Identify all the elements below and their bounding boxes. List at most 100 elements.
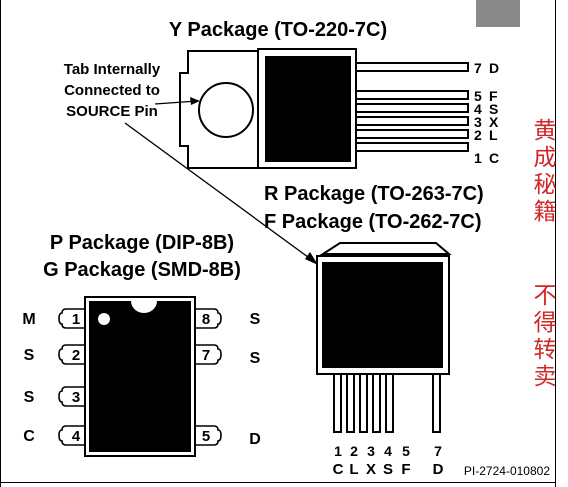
dip-right-pins [195, 308, 222, 446]
r-package-tab [319, 242, 452, 255]
y-pin-labels: 7 D 5 F 4 S 3 X 2 L 1 C [474, 60, 499, 166]
y-package-title: Y Package (TO-220-7C) [169, 19, 387, 41]
y-lead-3 [355, 116, 469, 126]
r-pin-name: D [433, 461, 444, 478]
y-pin-name: S [489, 101, 498, 117]
r-package-leads [333, 373, 441, 433]
r-pin-name: S [383, 461, 393, 478]
dip-pin-8 [195, 308, 222, 329]
y-pin-number: 7 [474, 60, 482, 76]
y-pin-name: C [489, 150, 499, 166]
tab-note-pointer-r [124, 122, 313, 261]
dip-notch [131, 301, 157, 313]
r-lead-3 [359, 373, 368, 433]
dip-pin-5 [195, 425, 222, 446]
dip-pin-3 [58, 386, 85, 407]
dip-pin-numbers: 1 2 3 4 8 7 5 [72, 311, 210, 445]
watermark-char: 成 [534, 145, 557, 171]
r-lead-2 [346, 373, 355, 433]
y-package-drawing [179, 48, 469, 169]
r-package-body [322, 262, 443, 368]
dip-pin1-dot [98, 313, 110, 325]
tab-note: Tab Internally Connected to SOURCE Pin [64, 61, 161, 120]
r-pin-name: X [366, 461, 376, 478]
tab-note-pointer-y [154, 100, 198, 105]
r-package-drawing [316, 242, 452, 433]
corner-gray-box [476, 0, 520, 27]
dip-pin-number: 1 [72, 311, 80, 328]
watermark-char: 秘 [534, 172, 557, 198]
tab-note-line: Tab Internally [64, 61, 161, 78]
r-lead-5 [385, 373, 394, 433]
y-pin-number: 4 [474, 101, 482, 117]
r-pin-number: 3 [367, 443, 375, 459]
dip-pin-name: S [250, 350, 261, 367]
watermark-char: 黄 [534, 118, 557, 144]
watermark-char: 转 [534, 337, 557, 363]
dip-pin-number: 5 [202, 428, 210, 445]
dip-pin-name: D [249, 431, 261, 448]
dip-pin-number: 2 [72, 347, 80, 364]
watermark: 黄 成 秘 籍 不 得 转 卖 [534, 118, 557, 390]
tab-note-arrowhead-y [190, 97, 200, 105]
dip-pin-number: 8 [202, 311, 210, 328]
dip-pin-number: 7 [202, 347, 210, 364]
r-package-title: R Package (TO-263-7C) [264, 183, 484, 205]
r-pin-labels: 1 C 2 L 3 X 4 S 5 F 7 D [333, 443, 444, 478]
y-package-mounting-hole [198, 82, 254, 138]
r-pin-number: 5 [402, 443, 410, 459]
r-pin-name: F [401, 461, 410, 478]
watermark-char: 得 [534, 310, 557, 336]
y-package-leads [355, 62, 469, 152]
y-pin-name: D [489, 60, 499, 76]
watermark-char: 不 [534, 283, 557, 309]
y-pin-number: 5 [474, 88, 482, 104]
r-lead-4 [372, 373, 381, 433]
y-pin-number: 1 [474, 150, 482, 166]
dip-pin-name: S [250, 311, 261, 328]
y-lead-4 [355, 103, 469, 113]
y-pin-name: F [489, 88, 498, 104]
dip-pin-7 [195, 344, 222, 365]
dip-body [89, 301, 191, 452]
y-lead-5 [355, 90, 469, 100]
r-pin-number: 4 [384, 443, 392, 459]
dip-left-pins [58, 308, 85, 446]
y-pin-name: X [489, 114, 499, 130]
dip-pin-name: S [24, 347, 35, 364]
y-pin-name: L [489, 127, 498, 143]
g-package-title: G Package (SMD-8B) [43, 259, 241, 281]
dip-pin-number: 4 [72, 428, 81, 445]
r-pin-number: 7 [434, 443, 442, 459]
dip-pin-2 [58, 344, 85, 365]
y-lead-7 [355, 62, 469, 72]
y-package-body [265, 56, 351, 162]
figure-reference: PI-2724-010802 [464, 464, 550, 478]
r-pin-name: L [349, 461, 358, 478]
tab-note-line: Connected to [64, 82, 160, 99]
dip-pin-name: S [24, 389, 35, 406]
r-pin-name: C [333, 461, 344, 478]
y-lead-1 [355, 142, 469, 152]
p-package-title: P Package (DIP-8B) [50, 232, 234, 254]
dip-pin-name: C [23, 428, 35, 445]
r-pin-number: 1 [334, 443, 342, 459]
f-package-title: F Package (TO-262-7C) [264, 211, 482, 233]
dip-pin-names: M S S C S S D [22, 311, 260, 448]
dip-pin-number: 3 [72, 389, 80, 406]
tab-note-line: SOURCE Pin [66, 103, 158, 120]
y-pin-number: 2 [474, 127, 482, 143]
dip-package-drawing [58, 296, 222, 457]
r-pin-number: 2 [350, 443, 358, 459]
r-lead-7 [432, 373, 441, 433]
r-lead-1 [333, 373, 342, 433]
dip-pin-4 [58, 425, 85, 446]
watermark-char: 卖 [534, 364, 557, 390]
tab-note-arrowhead-r [305, 252, 318, 265]
y-lead-2 [355, 129, 469, 139]
dip-pin-name: M [22, 311, 35, 328]
watermark-char: 籍 [534, 199, 557, 225]
dip-pin-1 [58, 308, 85, 329]
y-pin-number: 3 [474, 114, 482, 130]
